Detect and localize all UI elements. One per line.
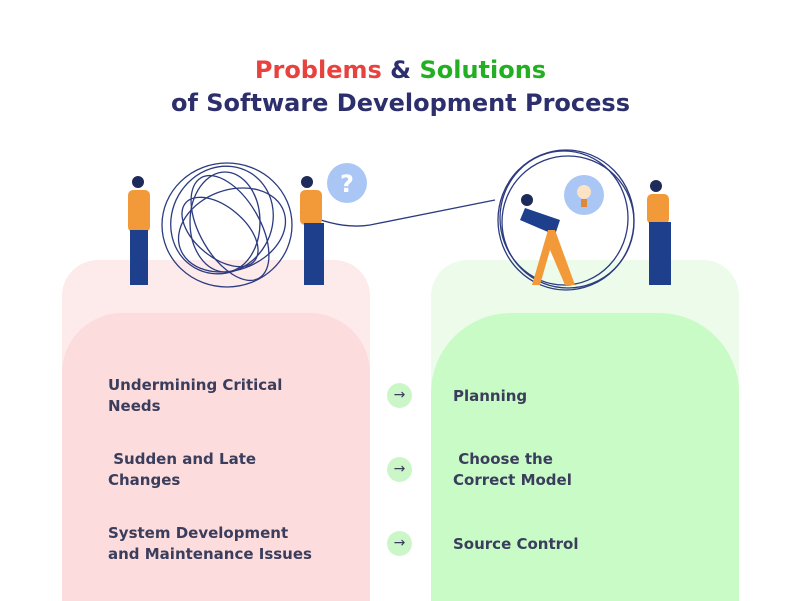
problems-panel-inner — [62, 313, 370, 601]
person-woman-left — [300, 176, 324, 285]
problems-word: Problems — [254, 56, 382, 84]
problem-3: System Development and Maintenance Issue… — [108, 524, 312, 563]
title-line-1: Problems & Solutions — [0, 56, 801, 84]
solution-3: Source Control — [453, 535, 579, 553]
ampersand: & — [390, 56, 412, 84]
title-line-2: of Software Development Process — [170, 89, 630, 117]
arrow-right-icon: → — [387, 531, 412, 556]
svg-text:?: ? — [340, 170, 354, 198]
question-bubble-icon: ? — [327, 163, 367, 203]
person-bending — [520, 194, 575, 285]
problem-1: Undermining Critical Needs — [108, 376, 283, 415]
solution-1: Planning — [453, 387, 528, 405]
arrow-right-icon: → — [387, 457, 412, 482]
loop-icon — [497, 149, 635, 291]
solution-2: Choose the Correct Model — [453, 450, 572, 489]
lightbulb-bubble-icon — [564, 175, 604, 215]
solutions-panel-inner — [431, 313, 739, 601]
solutions-word: Solutions — [419, 56, 547, 84]
tangle-icon — [161, 162, 496, 288]
person-man — [128, 176, 150, 285]
problem-2: Sudden and Late Changes — [108, 450, 257, 489]
person-woman-right — [647, 180, 671, 285]
arrow-right-icon: → — [387, 383, 412, 408]
